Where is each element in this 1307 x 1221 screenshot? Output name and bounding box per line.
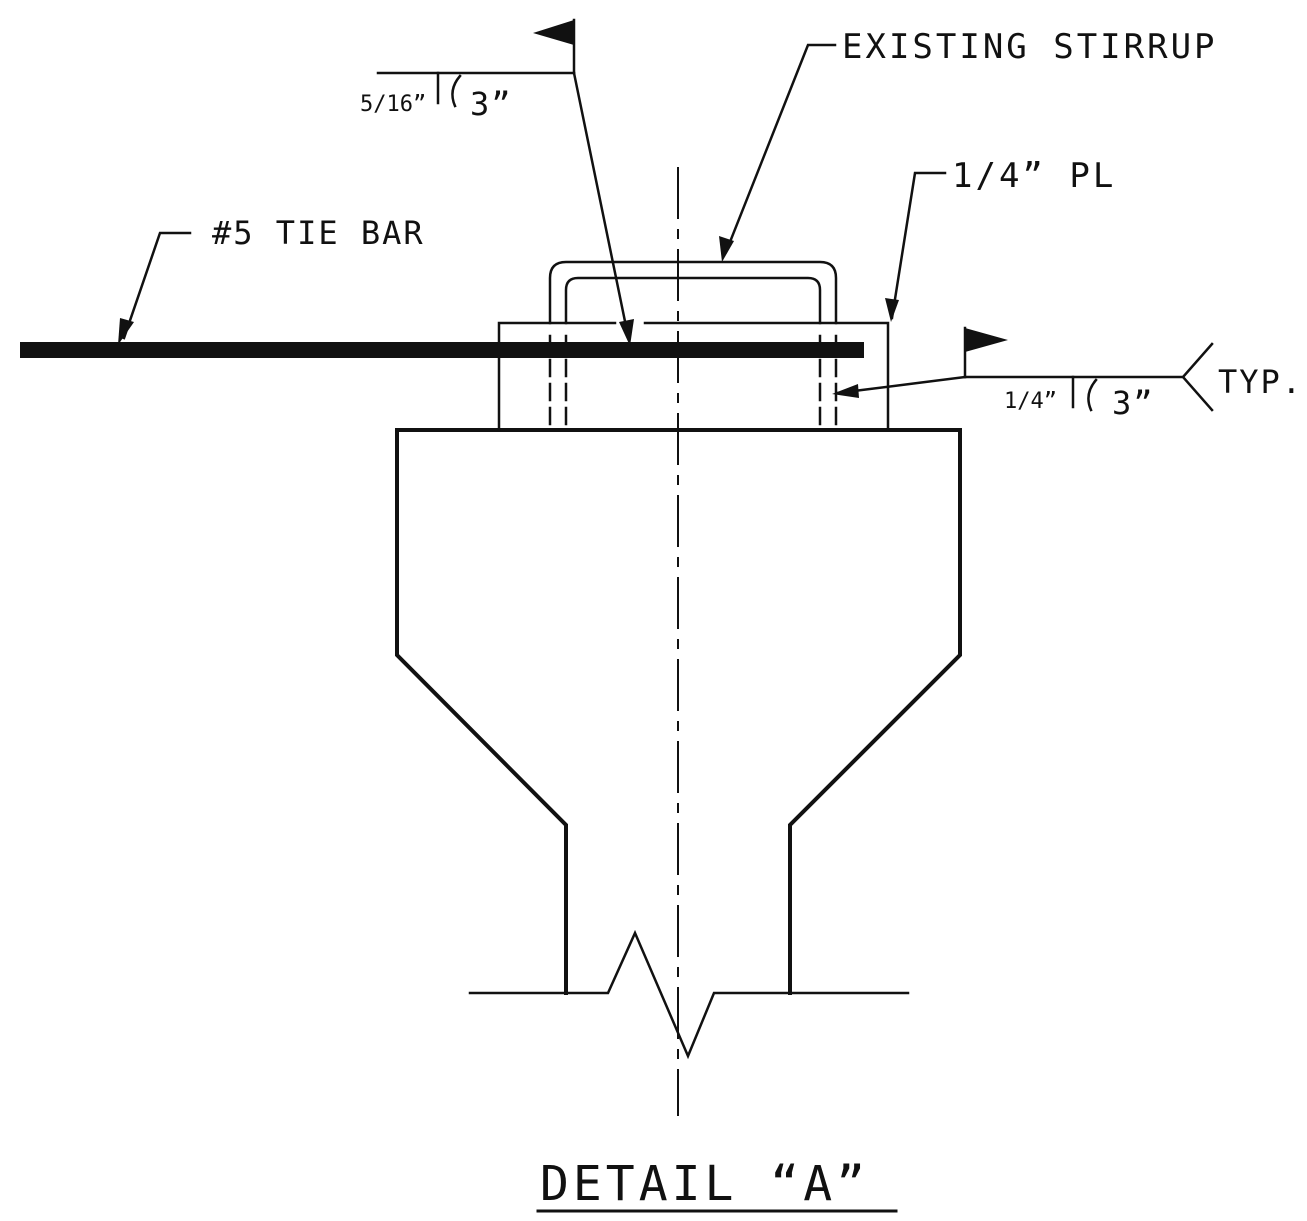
weld-right-tail — [1181, 342, 1214, 412]
beam-section-outline — [395, 428, 962, 995]
weld-top-flag — [533, 20, 574, 45]
break-line — [468, 929, 910, 1060]
weld-top-arrow-line — [572, 71, 630, 338]
tie-bar-leader — [122, 231, 192, 340]
stirrup-outer — [548, 260, 838, 325]
plate-label: 1/4” PL — [952, 156, 1116, 196]
weld-right-all-around — [1087, 378, 1098, 412]
stirrup-arrowhead — [719, 236, 734, 262]
weld-right-arrow-line — [836, 375, 967, 395]
weld-top-all-around — [451, 74, 462, 108]
typ-label: TYP. — [1218, 363, 1303, 401]
detail-title: DETAIL “A” — [540, 1156, 869, 1212]
weld-top-length: 3” — [470, 85, 513, 123]
weld-right-arrowhead — [832, 384, 859, 398]
stirrup-leader — [724, 43, 837, 254]
plate-arrowhead — [885, 298, 899, 322]
tie-bar-label: #5 TIE BAR — [212, 214, 425, 252]
tie-bar-arrowhead — [118, 318, 134, 345]
weld-right-length: 3” — [1112, 384, 1155, 422]
weld-top-size: 5/16” — [360, 92, 426, 117]
weld-top-arrowhead — [619, 319, 634, 346]
weld-right-size: 1/4” — [1004, 389, 1057, 414]
stirrup-inner — [564, 276, 822, 325]
weld-right-flag — [965, 328, 1008, 352]
existing-stirrup-label: EXISTING STIRRUP — [842, 27, 1218, 67]
plate-leader — [890, 171, 947, 320]
plate-outline — [497, 321, 890, 432]
